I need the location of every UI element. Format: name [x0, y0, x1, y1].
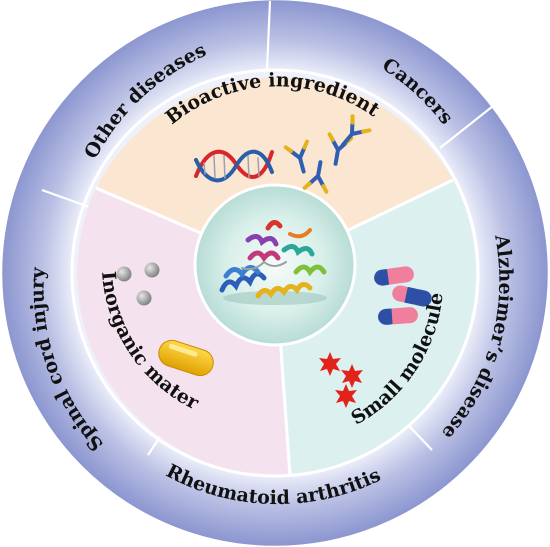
- antibody-icon: [283, 114, 372, 194]
- pill-icon: [158, 339, 214, 377]
- center-hub: [193, 183, 357, 347]
- capsule-icon: [374, 266, 432, 325]
- sphere-icon: [116, 262, 160, 306]
- protein-structure-icon: [219, 220, 327, 299]
- dna-helix-icon: [194, 149, 274, 183]
- star-molecule-icon: [319, 352, 363, 408]
- sector-bioactive: [96, 77, 453, 266]
